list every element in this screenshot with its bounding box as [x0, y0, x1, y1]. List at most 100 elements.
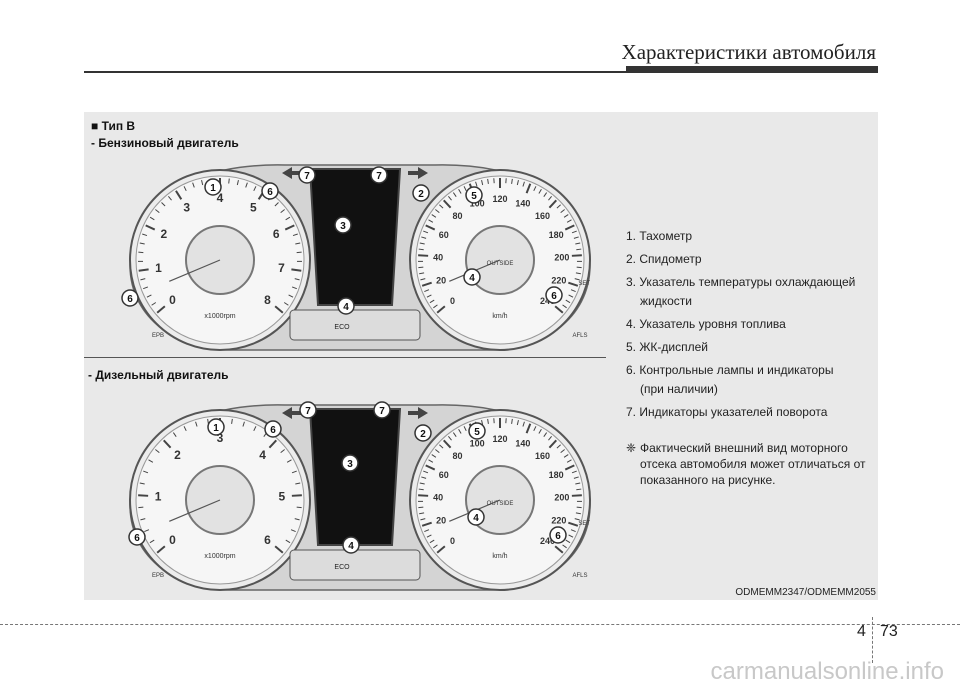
- legend-item-6-cont: (при наличии): [640, 382, 718, 396]
- tachometer-tick: [274, 305, 284, 314]
- speedometer-tick: [419, 242, 425, 245]
- speedometer-tick: [566, 459, 572, 463]
- callout-badge: [341, 454, 359, 472]
- speedometer-tick-label: 160: [535, 211, 550, 221]
- tachometer-tick-label: 4: [217, 191, 224, 205]
- legend-item-2: 2. Спидометр: [626, 252, 702, 266]
- speedometer-tick: [543, 192, 548, 197]
- speedometer-tick: [562, 544, 567, 549]
- speedometer-tick: [487, 418, 489, 424]
- tachometer-tick: [291, 268, 302, 272]
- speedometer-tick: [425, 464, 436, 471]
- speedometer-tick: [563, 454, 569, 458]
- speedometer-tick: [516, 179, 519, 186]
- tachometer-tick: [280, 209, 285, 213]
- lcd-display: [308, 408, 402, 546]
- speedometer-tick: [568, 294, 574, 298]
- tachometer-tick: [268, 439, 277, 449]
- chapter-number: 4: [857, 623, 866, 640]
- speedometer-tick: [574, 518, 580, 521]
- speedometer-tick: [443, 439, 452, 449]
- tachometer-tick: [291, 286, 297, 290]
- speedometer-tick: [538, 428, 542, 434]
- speedometer-tick: [435, 449, 440, 453]
- speedometer-tick-label: 120: [492, 194, 507, 204]
- speedometer-tick: [571, 230, 577, 234]
- tachometer-tick: [149, 539, 155, 544]
- tachometer-tick-label: 2: [160, 227, 167, 241]
- legend-item-3: 3. Указатель температуры охлаждающей: [626, 275, 856, 289]
- callout-number: 5: [471, 191, 477, 202]
- tachometer-tick: [290, 529, 296, 533]
- afls-label: AFLS: [572, 573, 587, 579]
- speedometer-tick: [452, 192, 457, 197]
- tachometer-tick-label: 5: [250, 201, 257, 215]
- callout-number: 3: [340, 221, 346, 232]
- speedometer-tick: [433, 304, 438, 309]
- speedometer-tick: [418, 248, 424, 251]
- tachometer-tick: [288, 294, 294, 298]
- speedometer-tick: [568, 521, 579, 527]
- callout-number: 7: [379, 406, 385, 417]
- note-text: Фактический внешний вид моторного отсека…: [640, 441, 866, 487]
- callout-badge: [298, 166, 316, 184]
- tachometer-tick: [231, 418, 233, 424]
- header-rule-thick: [626, 66, 878, 73]
- speedometer-tick: [436, 305, 446, 314]
- speedometer-tick: [564, 464, 575, 471]
- callout-badge: [334, 216, 352, 234]
- speedometer-tick: [426, 534, 432, 538]
- speedometer-tick: [511, 418, 513, 424]
- callout-badge: [545, 286, 563, 304]
- speedometer-tick: [418, 494, 429, 497]
- speedometer-tick: [563, 214, 569, 218]
- speedometer-tick: [533, 426, 537, 432]
- tachometer-tick: [148, 459, 154, 463]
- note-symbol-icon: ❈: [626, 441, 637, 455]
- tachometer-tick: [142, 233, 148, 237]
- callout-badge: [337, 297, 355, 315]
- page-number: 73: [880, 623, 898, 640]
- speedometer-tick: [568, 534, 574, 538]
- figure-code: ODMEMM2347/ODMEMM2055: [735, 587, 876, 598]
- tachometer-tick: [285, 216, 291, 221]
- set-label: SET: [578, 521, 590, 527]
- speedometer-tick: [423, 470, 429, 474]
- speedometer-tick: [570, 529, 576, 533]
- tachometer-tick: [285, 539, 291, 544]
- callout-number: 7: [376, 171, 382, 182]
- speedometer-tick: [429, 539, 435, 544]
- speedometer-tick: [571, 470, 577, 474]
- tachometer-tick: [151, 302, 157, 306]
- tachometer-tick-label: 3: [183, 201, 190, 215]
- page-divider: [872, 617, 873, 663]
- callout-badge: [299, 401, 317, 419]
- speedometer-tick: [433, 544, 438, 549]
- tachometer-tick: [143, 470, 149, 474]
- petrol-label: - Бензиновый двигатель: [91, 136, 239, 150]
- callout-badge: [128, 528, 146, 546]
- speedometer-tick: [475, 181, 478, 187]
- speedometer-tick: [481, 419, 484, 426]
- speedometer-tick: [439, 204, 444, 209]
- speedometer-tick: [516, 419, 519, 426]
- tachometer-tick-label: 2: [174, 448, 181, 462]
- speedometer-tick-label: 0: [450, 536, 455, 546]
- speedometer-tick: [560, 449, 565, 453]
- speedometer-tick: [448, 195, 452, 201]
- afls-label: AFLS: [572, 333, 587, 339]
- tachometer-tick: [140, 518, 146, 521]
- speedometer-tick: [565, 539, 571, 544]
- tachometer-tick: [295, 482, 301, 485]
- watermark: carmanualsonline.info: [710, 658, 944, 685]
- speedometer-tick: [556, 204, 561, 209]
- legend-item-4: 4. Указатель уровня топлива: [626, 317, 786, 331]
- speedometer-tick-label: 180: [549, 230, 564, 240]
- tachometer-tick: [201, 179, 204, 186]
- speedometer-tick: [448, 435, 452, 441]
- speedometer-tick: [431, 454, 437, 458]
- tachometer-tick: [253, 186, 257, 192]
- callout-number: 6: [270, 425, 276, 436]
- callout-number: 4: [473, 513, 479, 524]
- legend-item-3-cont: жидкости: [640, 294, 692, 308]
